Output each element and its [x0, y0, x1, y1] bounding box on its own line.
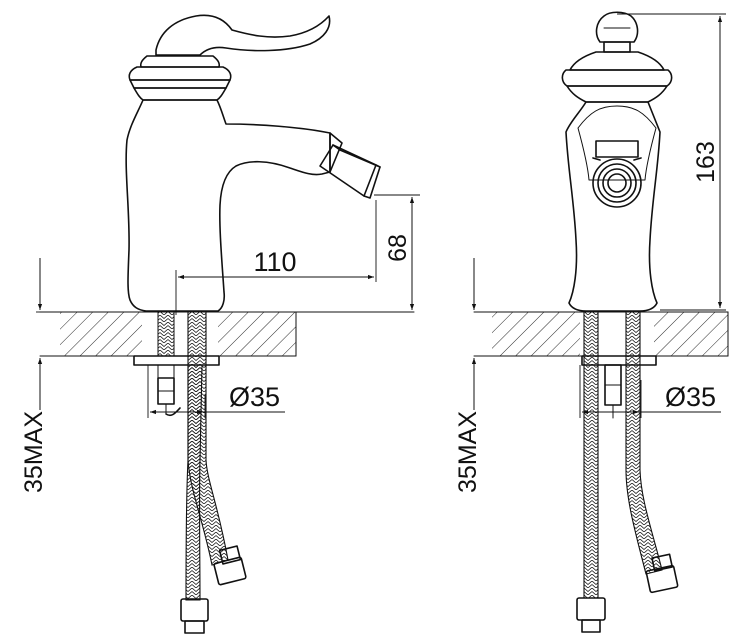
bidet-nozzle-left [319, 132, 381, 199]
flexible-hoses-left [180, 311, 247, 634]
handle-lever-left [155, 14, 331, 56]
max-thickness-label-left: 35MAX [20, 411, 48, 493]
dimension-spout-reach: 110 [175, 200, 377, 315]
dimension-spout-height: 68 [374, 194, 420, 310]
dimension-110-label: 110 [253, 247, 296, 277]
front-view: 163 Ø35 35MAX [454, 11, 729, 633]
dimension-hole-diameter-right: Ø35 [579, 365, 721, 418]
dimension-68-label: 68 [384, 234, 412, 262]
body-collar-right [561, 51, 673, 103]
dimension-163-label: 163 [692, 141, 720, 183]
body-face-detail-right [577, 105, 657, 181]
handle-knob-right [595, 11, 639, 53]
bidet-nozzle-front-right [592, 140, 642, 208]
faucet-body-left [125, 99, 331, 312]
body-collar-left [128, 55, 232, 101]
countertop-section-left [39, 311, 415, 357]
diameter-label-right: Ø35 [665, 382, 716, 412]
max-thickness-label-right: 35MAX [454, 411, 482, 493]
countertop-section-right [473, 311, 729, 357]
dimension-max-thickness-left: 35MAX [20, 258, 48, 493]
dimension-total-height: 163 [617, 13, 726, 311]
flexible-hoses-right [576, 311, 679, 633]
dimension-max-thickness-right: 35MAX [454, 258, 482, 493]
mounting-assembly-right [581, 355, 657, 419]
diameter-label-left: Ø35 [229, 382, 280, 412]
side-view: 110 68 Ø35 35MAX [20, 14, 420, 634]
faucet-body-right [565, 101, 661, 312]
dimension-hole-diameter-left: Ø35 [147, 365, 285, 418]
